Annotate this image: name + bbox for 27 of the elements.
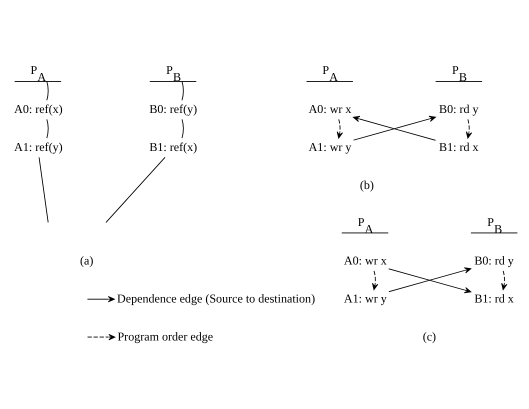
connector [182, 118, 184, 139]
arrow [501, 270, 508, 290]
connector [46, 81, 49, 101]
connector [38, 156, 49, 223]
label: (a) [80, 254, 94, 268]
label: (b) [360, 178, 374, 192]
node-text: A0: ref(x) [14, 102, 63, 116]
legend-label: Dependence edge (Source to destination) [117, 291, 316, 306]
node-text: B0: ref(y) [149, 102, 198, 116]
connector [182, 81, 184, 101]
node-text: A1: wr y [308, 140, 352, 154]
node-text: B1: rd x [474, 291, 514, 306]
node-text: A1: ref(y) [14, 140, 63, 154]
node-text: A0: wr x [308, 102, 352, 116]
label: (c) [422, 329, 436, 344]
arrow [466, 118, 472, 139]
node-text: B1: rd x [439, 140, 479, 154]
legend-label: Program order edge [117, 329, 214, 344]
connector [106, 156, 166, 223]
arrow [372, 270, 378, 290]
node-text: B1: ref(x) [149, 140, 198, 154]
node-text: B0: rd y [439, 102, 479, 116]
node-text: A1: wr y [344, 291, 387, 306]
connector [46, 118, 49, 139]
node-text: B0: rd y [474, 254, 514, 268]
node-text: A0: wr x [344, 254, 387, 268]
arrow [336, 118, 343, 139]
